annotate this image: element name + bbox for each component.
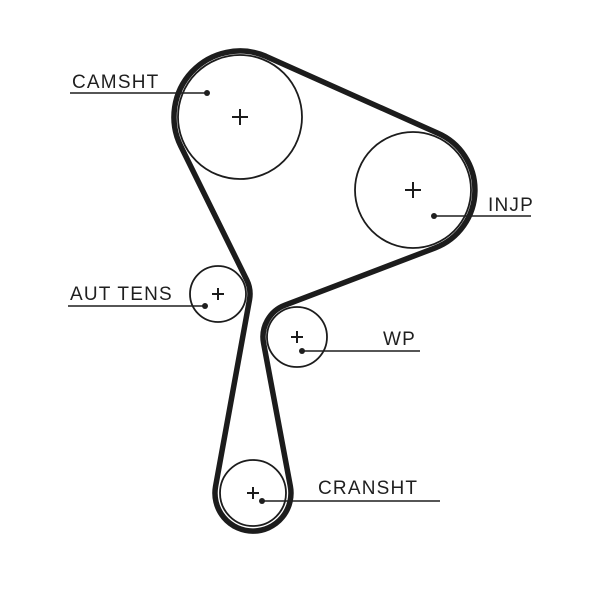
- crankshaft-center-cross-icon: [247, 487, 259, 499]
- timing-belt: [171, 48, 478, 534]
- water-pump-leader-dot: [299, 348, 305, 354]
- camshaft-label: CAMSHT: [72, 72, 159, 93]
- crankshaft-leader-dot: [259, 498, 265, 504]
- leader-lines: [68, 90, 531, 504]
- injection-pump-leader-dot: [431, 213, 437, 219]
- crankshaft-label: CRANSHT: [318, 478, 418, 499]
- injection-pump-center-cross-icon: [405, 182, 421, 198]
- water-pump-center-cross-icon: [291, 331, 303, 343]
- injection-pump-label: INJP: [488, 195, 534, 216]
- auto-tensioner-label: AUT TENS: [70, 284, 173, 305]
- camshaft-center-cross-icon: [232, 109, 248, 125]
- labels: CAMSHT INJP AUT TENS WP CRANSHT: [70, 72, 534, 499]
- camshaft-leader-dot: [204, 90, 210, 96]
- auto-tensioner-center-cross-icon: [212, 288, 224, 300]
- pulley-center-markers: [212, 109, 421, 499]
- auto-tensioner-leader-dot: [202, 303, 208, 309]
- water-pump-label: WP: [383, 329, 416, 350]
